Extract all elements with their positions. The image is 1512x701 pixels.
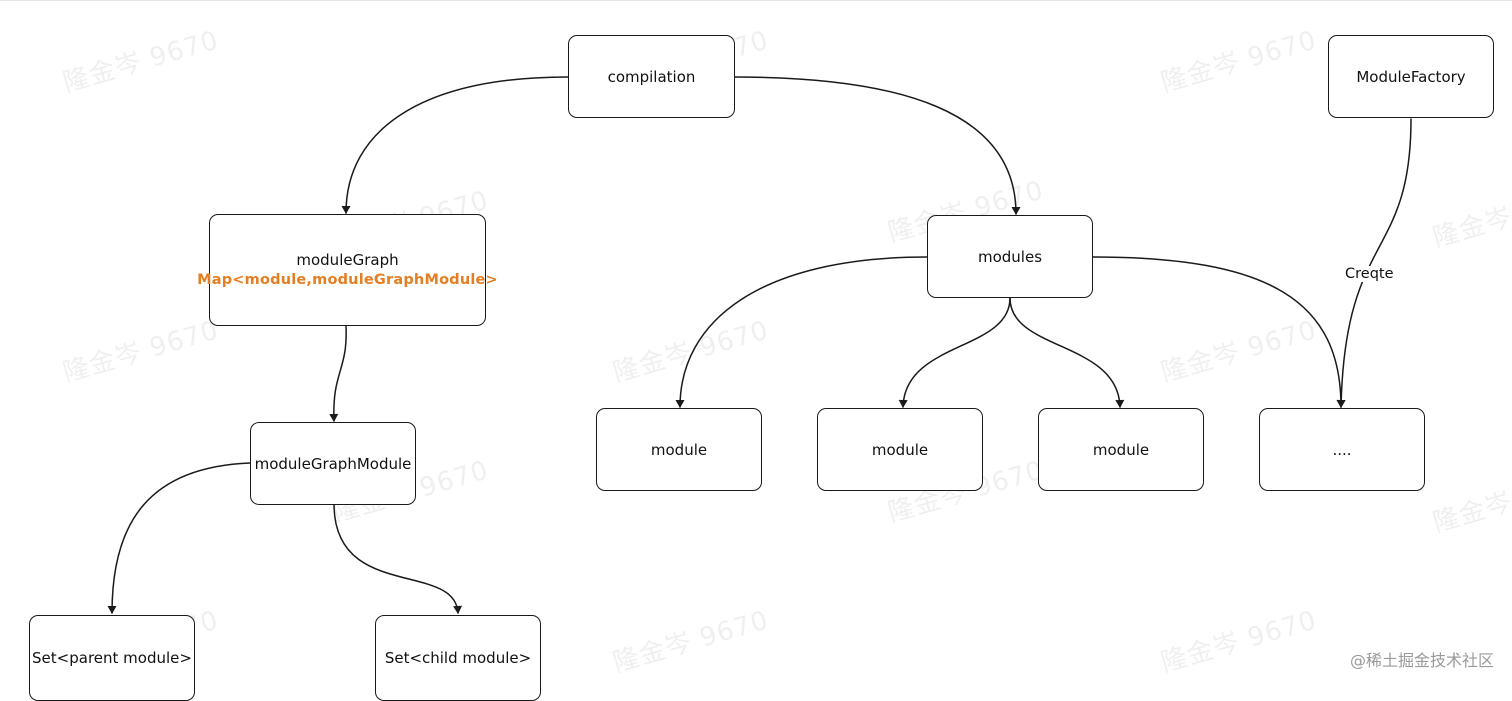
edge-label-create: Creqte <box>1343 266 1396 282</box>
edge-modulefactory-to-ellipsis <box>1336 118 1412 408</box>
node-label: ModuleFactory <box>1356 67 1466 86</box>
node-label: moduleGraph <box>296 251 399 269</box>
node-label: module <box>650 440 708 459</box>
edge-modules-to-module-2 <box>898 297 1011 408</box>
node-label: compilation <box>607 67 696 86</box>
node-ellipsis[interactable]: .... <box>1259 408 1425 491</box>
edge-modulegraphmodule-to-set-parent <box>107 462 251 614</box>
node-module[interactable]: module <box>596 408 762 491</box>
node-set-child-module[interactable]: Set<child module> <box>375 615 541 701</box>
node-set-parent-module[interactable]: Set<parent module> <box>29 615 195 701</box>
node-module-factory[interactable]: ModuleFactory <box>1328 35 1494 118</box>
node-modules[interactable]: modules <box>927 215 1093 298</box>
edge-modulegraph-to-modulegraphmodule <box>329 325 347 422</box>
node-label: module <box>1092 440 1150 459</box>
edge-modulegraphmodule-to-set-child <box>333 503 463 614</box>
node-label: modules <box>977 247 1043 266</box>
node-module-graph[interactable]: moduleGraph Map<module,moduleGraphModule… <box>197 214 498 326</box>
edge-compilation-to-modulegraph <box>341 76 569 214</box>
node-module[interactable]: module <box>1038 408 1204 491</box>
node-label: module <box>871 440 929 459</box>
node-label: Set<child module> <box>384 649 532 667</box>
node-label: .... <box>1332 440 1352 459</box>
node-label: moduleGraphModule <box>254 454 412 473</box>
node-label: Set<parent module> <box>32 649 192 667</box>
edge-compilation-to-modules <box>734 76 1021 215</box>
node-module-graph-module[interactable]: moduleGraphModule <box>250 422 416 505</box>
edge-modules-to-module-1 <box>675 256 928 408</box>
node-sublabel: Map<module,moduleGraphModule> <box>197 272 498 288</box>
edge-modules-to-ellipsis <box>1092 256 1346 408</box>
node-compilation[interactable]: compilation <box>568 35 735 118</box>
site-credit: @稀土掘金技术社区 <box>1349 651 1494 670</box>
node-module[interactable]: module <box>817 408 983 491</box>
edge-modules-to-module-3 <box>1009 297 1125 408</box>
